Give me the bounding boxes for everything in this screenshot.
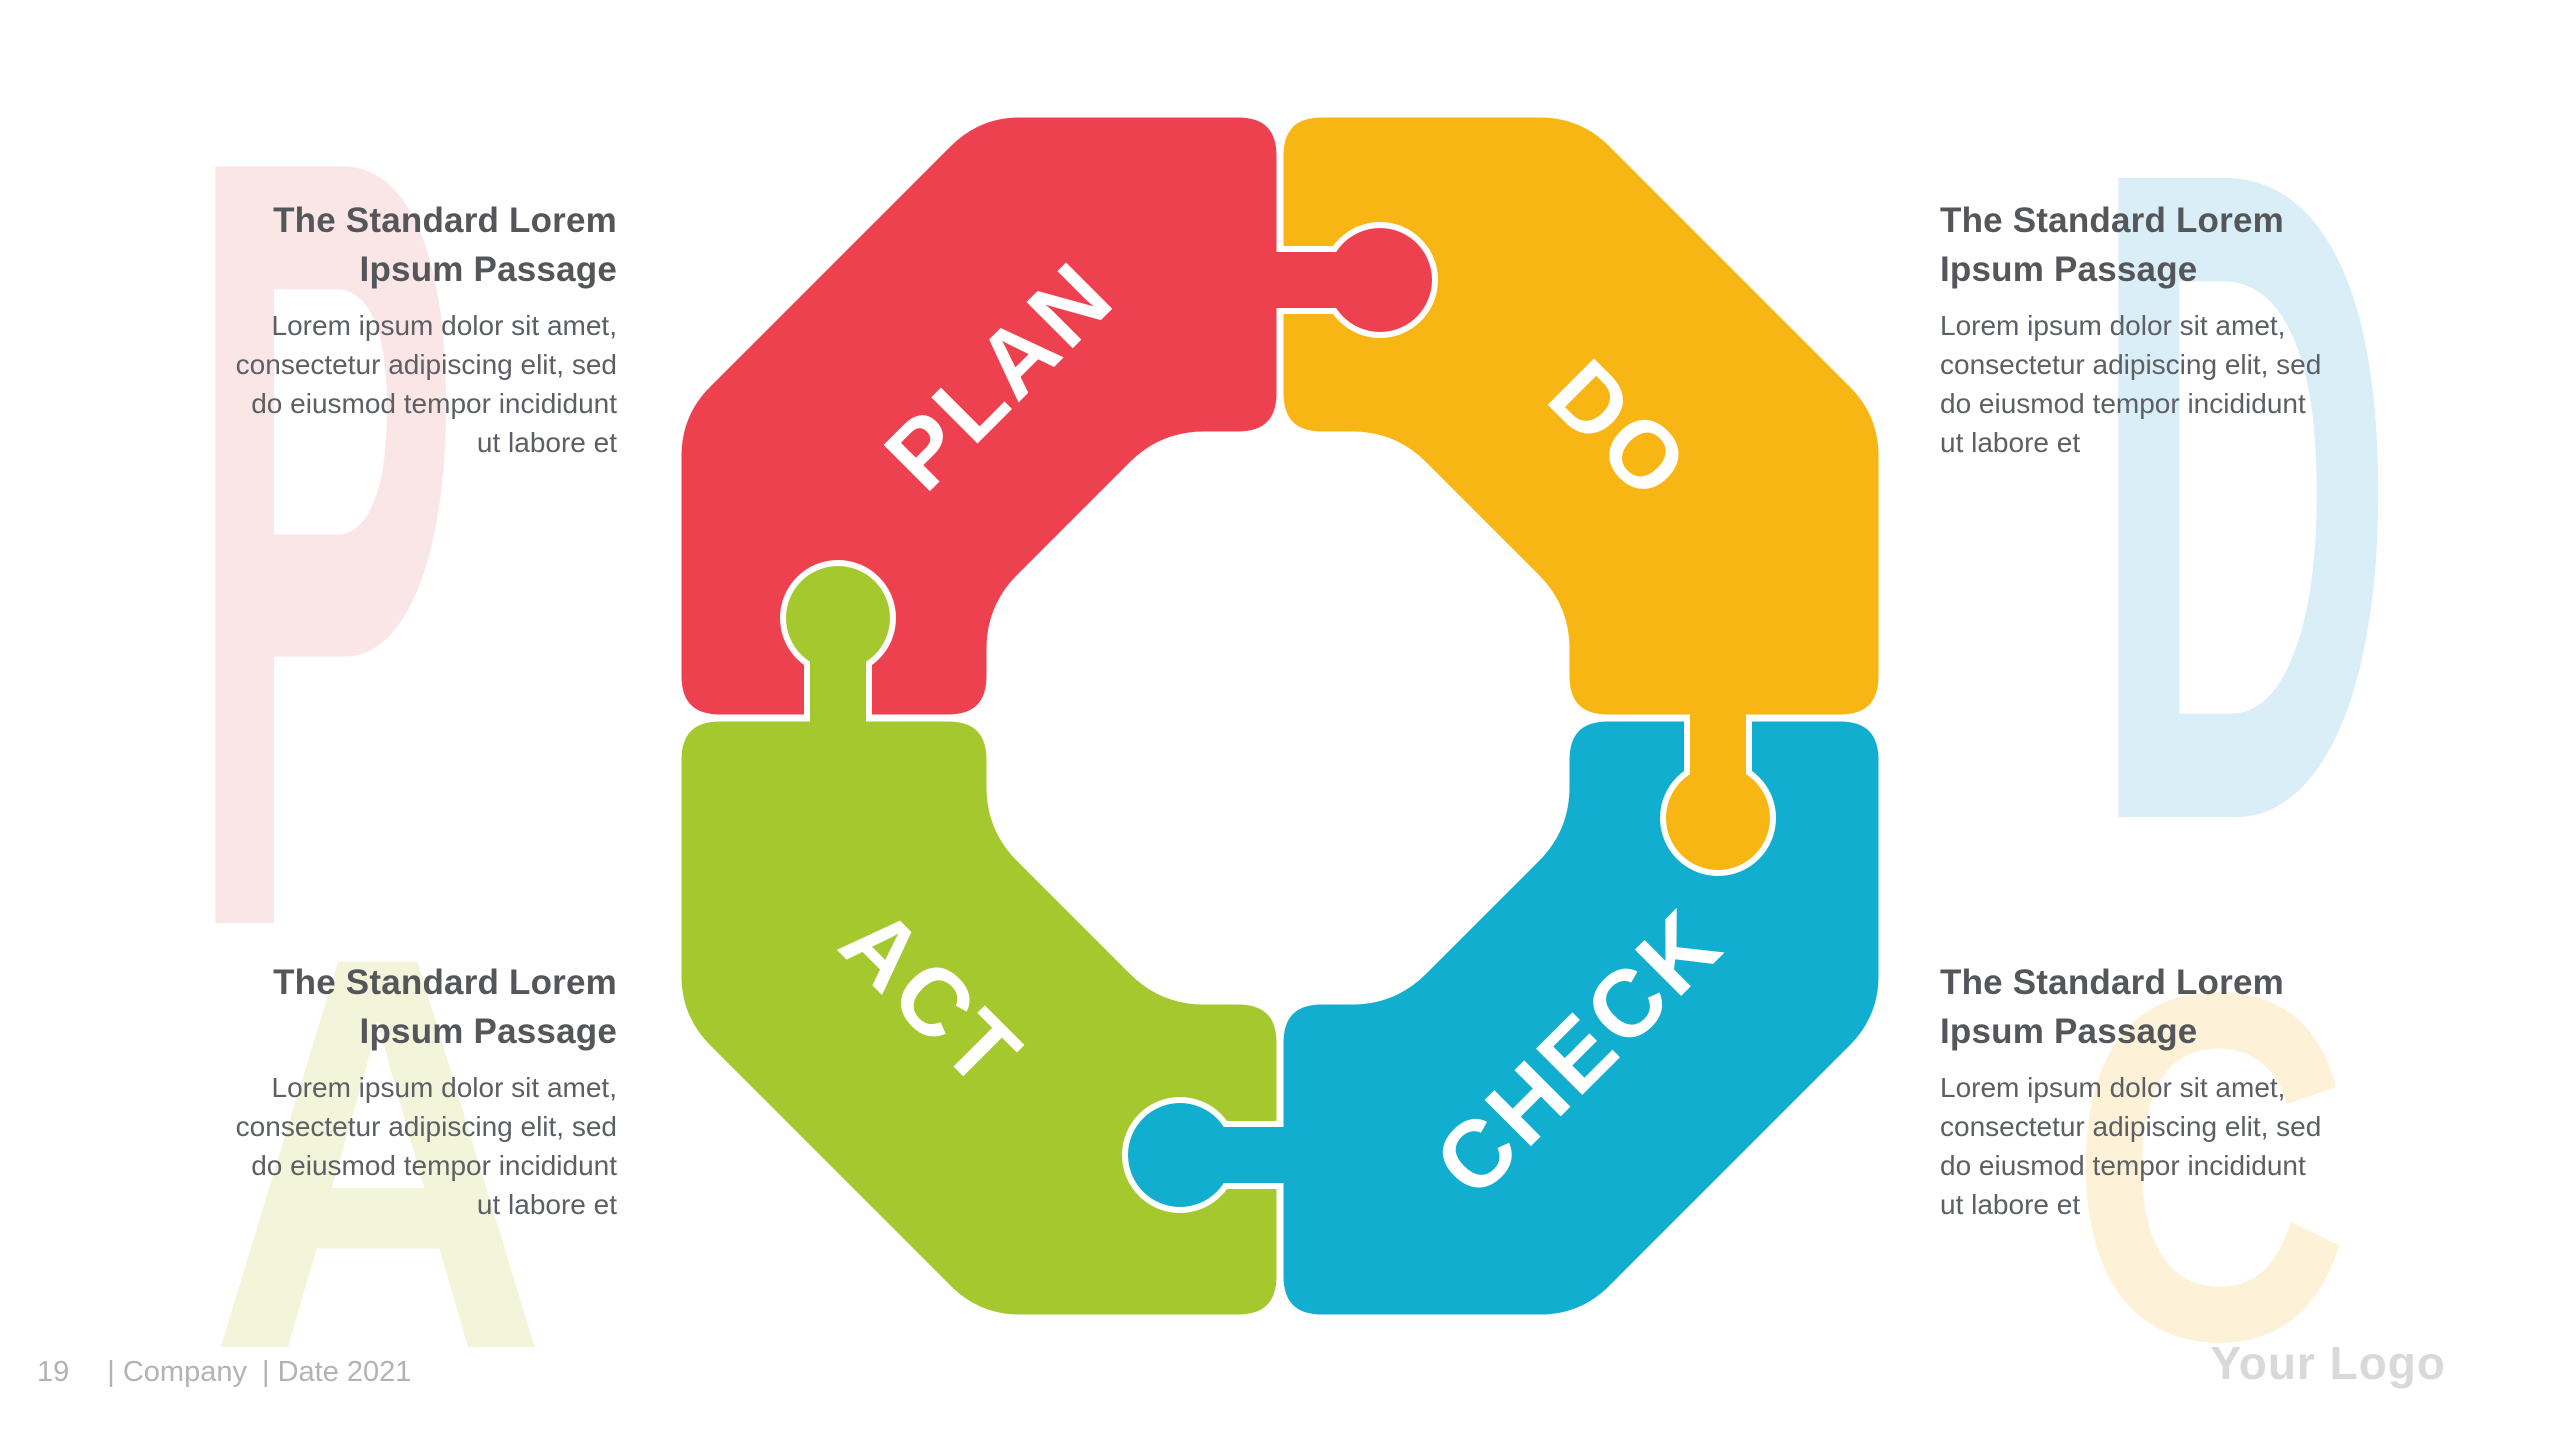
block-body: Lorem ipsum dolor sit amet,consectetur a… xyxy=(1940,1072,2322,1220)
knob-do xyxy=(1666,766,1770,870)
page-number: 19 xyxy=(37,1356,70,1388)
logo-placeholder: Your Logo xyxy=(2210,1337,2446,1389)
slide-footer: 19 | Company | Date 2021 xyxy=(37,1356,411,1389)
background-letters: P D A C xyxy=(188,0,2396,1440)
block-body: Lorem ipsum dolor sit amet,consectetur a… xyxy=(235,310,617,458)
bg-letter-d: D xyxy=(2090,0,2396,1014)
knob-check xyxy=(1128,1103,1232,1207)
block-body: Lorem ipsum dolor sit amet,consectetur a… xyxy=(1940,310,2322,458)
bg-letter-c: C xyxy=(2070,890,2350,1440)
knob-act xyxy=(786,566,890,670)
footer-company: | Company xyxy=(107,1356,247,1388)
block-body: Lorem ipsum dolor sit amet,consectetur a… xyxy=(235,1072,617,1220)
footer-date: | Date 2021 xyxy=(261,1356,412,1388)
knob-plan xyxy=(1328,228,1432,332)
bg-letter-a: A xyxy=(209,840,547,1440)
bg-letter-p: P xyxy=(188,0,460,1157)
